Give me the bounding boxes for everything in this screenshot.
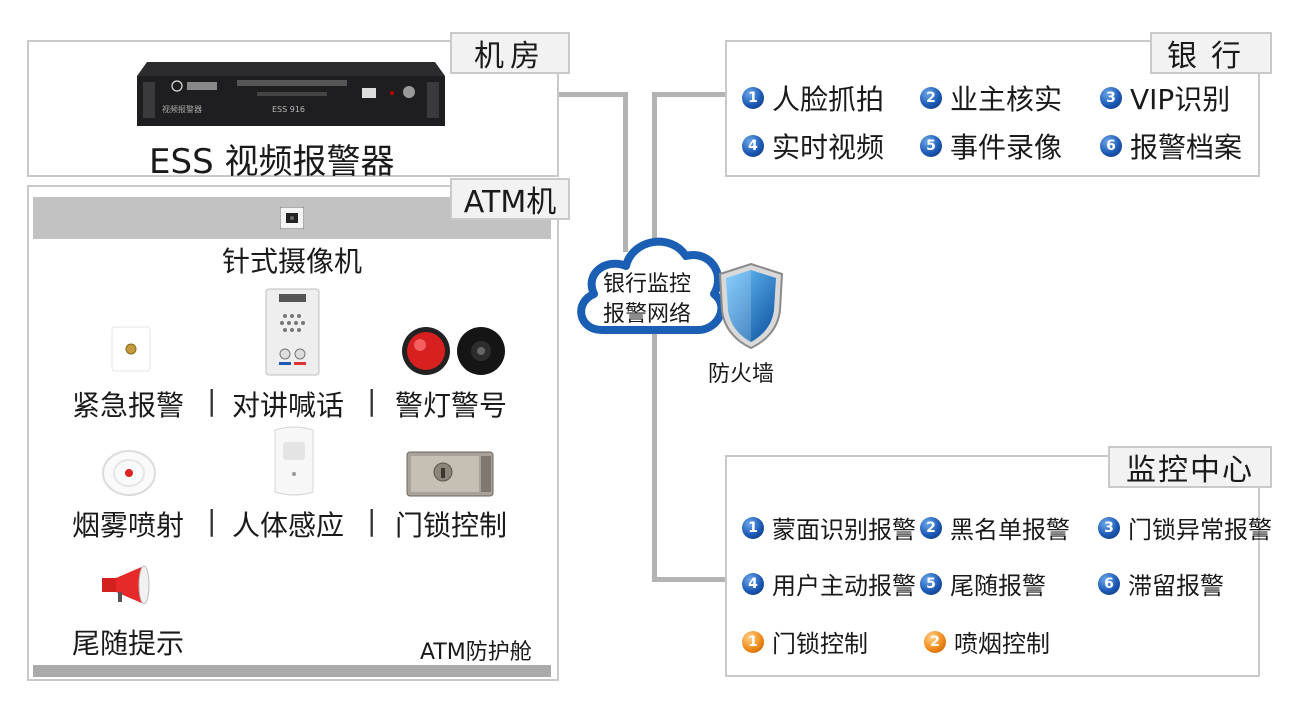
- svg-text:视频报警器: 视频报警器: [162, 104, 202, 114]
- warning-light-icon: [402, 327, 450, 375]
- bank-item-event-record: 5 事件录像: [920, 126, 1062, 166]
- machine-room-title: 机房: [450, 32, 570, 74]
- number-badge: 2: [920, 516, 942, 539]
- atm-bottom-bar: [33, 665, 551, 677]
- monitor-item-masked: 1 蒙面识别报警: [742, 510, 916, 545]
- camera-label: 针式摄像机: [222, 245, 363, 278]
- atm-function-tailgate-prompt: 尾随提示: [72, 627, 185, 660]
- bank-item-alarm-archive: 6 报警档案: [1100, 126, 1242, 166]
- firewall-label: 防火墙: [708, 362, 775, 387]
- number-badge: 1: [742, 630, 764, 653]
- video-alarm-device: 视频报警器 ESS 916: [137, 62, 445, 126]
- siren-icon: [457, 327, 505, 375]
- separator: |: [207, 384, 217, 417]
- number-badge: 6: [1100, 135, 1122, 157]
- monitor-item-linger: 6 滞留报警: [1098, 566, 1224, 601]
- emergency-button-icon: [111, 326, 151, 372]
- megaphone-icon: [102, 565, 150, 605]
- bank-item-label: 报警档案: [1130, 131, 1243, 164]
- monitor-control-smoke: 2 喷烟控制: [924, 624, 1050, 659]
- separator: |: [367, 384, 377, 417]
- cloud-label-line2: 报警网络: [603, 302, 692, 327]
- monitor-item-label: 黑名单报警: [950, 516, 1070, 544]
- atm-title: ATM机: [450, 178, 570, 220]
- wire-machine-room-down: [623, 92, 628, 252]
- number-badge: 4: [742, 572, 764, 595]
- monitor-control-label: 门锁控制: [772, 630, 868, 658]
- separator: |: [367, 504, 377, 537]
- monitor-item-label: 蒙面识别报警: [772, 516, 916, 544]
- number-badge: 6: [1098, 572, 1120, 595]
- atm-function-intercom: 对讲喊话: [232, 389, 345, 422]
- atm-function-warning-light: 警灯警号: [395, 389, 508, 422]
- number-badge: 1: [742, 87, 764, 109]
- smoke-sprayer-icon: [102, 450, 156, 496]
- monitor-item-label: 尾随报警: [950, 572, 1046, 600]
- monitor-title: 监控中心: [1108, 446, 1272, 488]
- pinhole-camera-icon: [280, 207, 304, 229]
- bank-item-label: 人脸抓拍: [772, 83, 885, 116]
- bank-item-owner-verify: 2 业主核实: [920, 78, 1062, 118]
- bank-item-label: VIP识别: [1130, 83, 1231, 116]
- monitor-item-tailgate: 5 尾随报警: [920, 566, 1046, 601]
- number-badge: 3: [1098, 516, 1120, 539]
- cloud-icon: [577, 237, 726, 334]
- bank-item-label: 事件录像: [950, 131, 1063, 164]
- wire-trunk: [652, 92, 657, 582]
- monitor-item-user-alarm: 4 用户主动报警: [742, 566, 916, 601]
- number-badge: 4: [742, 135, 764, 157]
- firewall-shield-icon: [718, 262, 784, 350]
- separator: |: [207, 504, 217, 537]
- monitor-item-label: 门锁异常报警: [1128, 516, 1272, 544]
- number-badge: 2: [924, 630, 946, 653]
- number-badge: 3: [1100, 87, 1122, 109]
- bank-title: 银行: [1150, 32, 1272, 74]
- bank-item-live-video: 4 实时视频: [742, 126, 884, 166]
- machine-room-panel: 视频报警器 ESS 916 ESS 视频报警器: [27, 40, 559, 182]
- svg-text:ESS 916: ESS 916: [272, 105, 305, 114]
- monitor-item-label: 滞留报警: [1128, 572, 1224, 600]
- bank-item-label: 业主核实: [950, 83, 1063, 116]
- number-badge: 5: [920, 135, 942, 157]
- monitor-item-blacklist: 2 黑名单报警: [920, 510, 1070, 545]
- bank-item-label: 实时视频: [772, 131, 885, 164]
- atm-function-smoke-spray: 烟雾喷射: [72, 509, 185, 542]
- bank-item-face-capture: 1 人脸抓拍: [742, 78, 884, 118]
- wire-bank: [652, 92, 727, 97]
- monitor-control-lock: 1 门锁控制: [742, 624, 868, 659]
- intercom-icon: [265, 288, 320, 376]
- monitor-control-label: 喷烟控制: [954, 630, 1050, 658]
- atm-function-body-sensing: 人体感应: [232, 509, 345, 542]
- cloud-label-line1: 银行监控: [603, 272, 692, 297]
- wire-machine-room: [556, 92, 628, 97]
- motion-sensor-icon: [274, 426, 314, 496]
- atm-function-emergency-alarm: 紧急报警: [72, 389, 185, 422]
- number-badge: 5: [920, 572, 942, 595]
- wire-monitor: [652, 577, 727, 582]
- atm-function-door-lock: 门锁控制: [395, 509, 508, 542]
- number-badge: 1: [742, 516, 764, 539]
- door-lock-icon: [406, 451, 494, 497]
- monitor-panel: [725, 455, 1260, 677]
- number-badge: 2: [920, 87, 942, 109]
- device-name: ESS 视频报警器: [149, 142, 395, 182]
- monitor-item-lock-abnormal: 3 门锁异常报警: [1098, 510, 1272, 545]
- atm-cabin-label: ATM防护舱: [420, 640, 532, 665]
- monitor-item-label: 用户主动报警: [772, 572, 916, 600]
- bank-item-vip: 3 VIP识别: [1100, 78, 1230, 118]
